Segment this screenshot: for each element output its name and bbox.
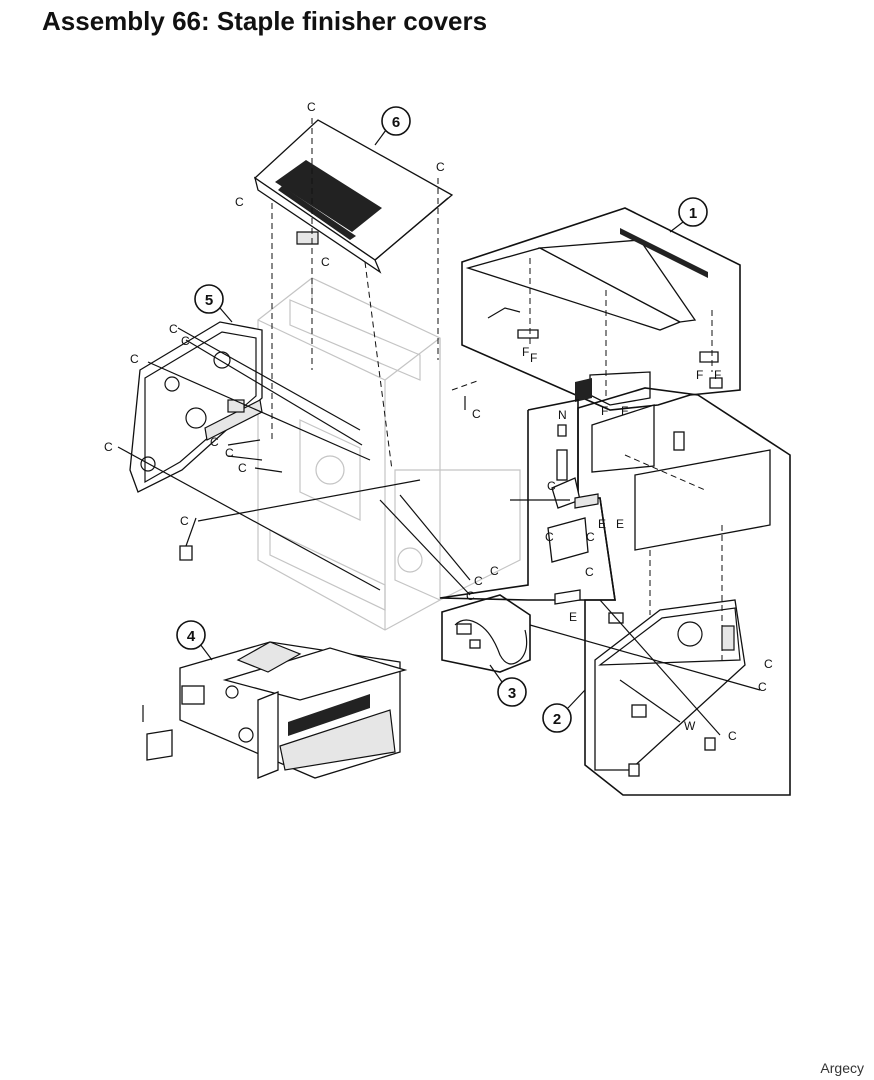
footer-brand: Argecy bbox=[820, 1060, 864, 1076]
harness-group bbox=[441, 594, 531, 673]
label-f: F bbox=[696, 368, 703, 382]
label-c: C bbox=[321, 255, 330, 269]
letter-labels: C C C C C C C C C C C C C C C C C C C C … bbox=[104, 100, 773, 743]
label-c: C bbox=[225, 446, 234, 460]
callout-4: 4 bbox=[176, 620, 213, 661]
label-c: C bbox=[210, 435, 219, 449]
svg-text:6: 6 bbox=[392, 114, 400, 131]
label-f: F bbox=[714, 368, 721, 382]
label-f: F bbox=[522, 345, 529, 359]
callout-5: 5 bbox=[194, 284, 233, 323]
label-c: C bbox=[586, 530, 595, 544]
svg-text:4: 4 bbox=[187, 628, 196, 645]
label-e: E bbox=[616, 517, 624, 531]
label-f: F bbox=[530, 351, 537, 365]
top-cover-part bbox=[253, 119, 454, 274]
label-c: C bbox=[238, 461, 247, 475]
callout-1: 1 bbox=[669, 197, 708, 233]
label-c: C bbox=[764, 657, 773, 671]
center-bracket-group bbox=[439, 399, 616, 605]
page-title: Assembly 66: Staple finisher covers bbox=[42, 6, 488, 36]
svg-text:3: 3 bbox=[508, 685, 516, 702]
label-c: C bbox=[547, 479, 556, 493]
label-c: C bbox=[585, 565, 594, 579]
label-e: E bbox=[569, 610, 577, 624]
callout-6: 6 bbox=[374, 106, 411, 146]
label-c: C bbox=[545, 530, 554, 544]
label-c: C bbox=[180, 514, 189, 528]
label-c: C bbox=[104, 440, 113, 454]
label-n: N bbox=[558, 408, 567, 422]
label-c: C bbox=[235, 195, 244, 209]
right-cover-group bbox=[577, 387, 791, 796]
finisher-unit-part bbox=[142, 641, 408, 779]
bin-cover-group bbox=[461, 207, 741, 411]
svg-text:5: 5 bbox=[205, 292, 213, 309]
svg-text:2: 2 bbox=[553, 711, 561, 728]
alignment-lines bbox=[117, 118, 761, 736]
label-c: C bbox=[181, 334, 190, 348]
label-c: C bbox=[130, 352, 139, 366]
label-c: C bbox=[466, 589, 475, 603]
label-f: F bbox=[601, 404, 608, 418]
label-w: W bbox=[684, 719, 696, 733]
label-c: C bbox=[758, 680, 767, 694]
left-side-cover-part bbox=[129, 321, 263, 493]
label-c: C bbox=[728, 729, 737, 743]
fastener-clip-part bbox=[179, 517, 197, 561]
label-f: F bbox=[621, 404, 628, 418]
svg-text:1: 1 bbox=[689, 205, 697, 222]
label-c: C bbox=[307, 100, 316, 114]
label-c: C bbox=[490, 564, 499, 578]
label-e: E bbox=[598, 517, 606, 531]
callout-3: 3 bbox=[489, 664, 527, 707]
label-c: C bbox=[474, 574, 483, 588]
label-c: C bbox=[436, 160, 445, 174]
label-c: C bbox=[169, 322, 178, 336]
label-c: C bbox=[472, 407, 481, 421]
callout-2: 2 bbox=[542, 689, 586, 733]
